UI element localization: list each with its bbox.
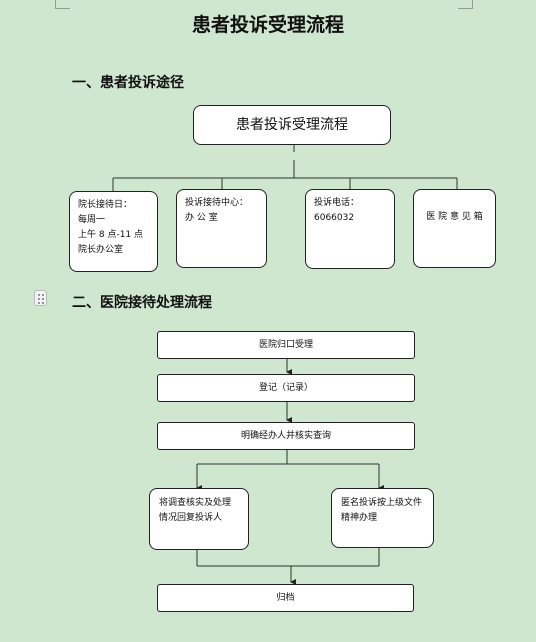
branch-box-anonymous-complaint: 匿名投诉按上级文件精神办理 — [331, 488, 434, 548]
channel-box-hotline: 投诉电话： 6066032 — [305, 189, 395, 269]
step-box-archive: 归档 — [157, 584, 414, 612]
channel-box-suggestion-box: 医 院 意 见 箱 — [413, 189, 496, 268]
page-title: 患者投诉受理流程 — [191, 14, 344, 36]
channel-box-reception-center: 投诉接待中心： 办 公 室 — [176, 189, 267, 268]
flow-root-box: 患者投诉受理流程 — [193, 105, 391, 145]
drag-handle-icon[interactable] — [34, 290, 47, 306]
section-heading-complaint-channels: 一、患者投诉途径 — [72, 75, 184, 91]
section-heading-handling-process: 二、医院接待处理流程 — [72, 295, 212, 311]
step-box-registration: 登记（记录） — [157, 374, 415, 402]
channel-box-president-reception: 院长接待日： 每周一 上午 8 点-11 点 院长办公室 — [69, 191, 158, 272]
page-corner-right — [458, 0, 473, 9]
branch-box-reply-complainant: 将调查核实及处理情况回复投诉人 — [149, 488, 249, 550]
page-corner-left — [55, 0, 70, 9]
step-box-assign-verify: 明确经办人并核实查询 — [157, 422, 415, 450]
step-box-intake: 医院归口受理 — [157, 331, 415, 359]
